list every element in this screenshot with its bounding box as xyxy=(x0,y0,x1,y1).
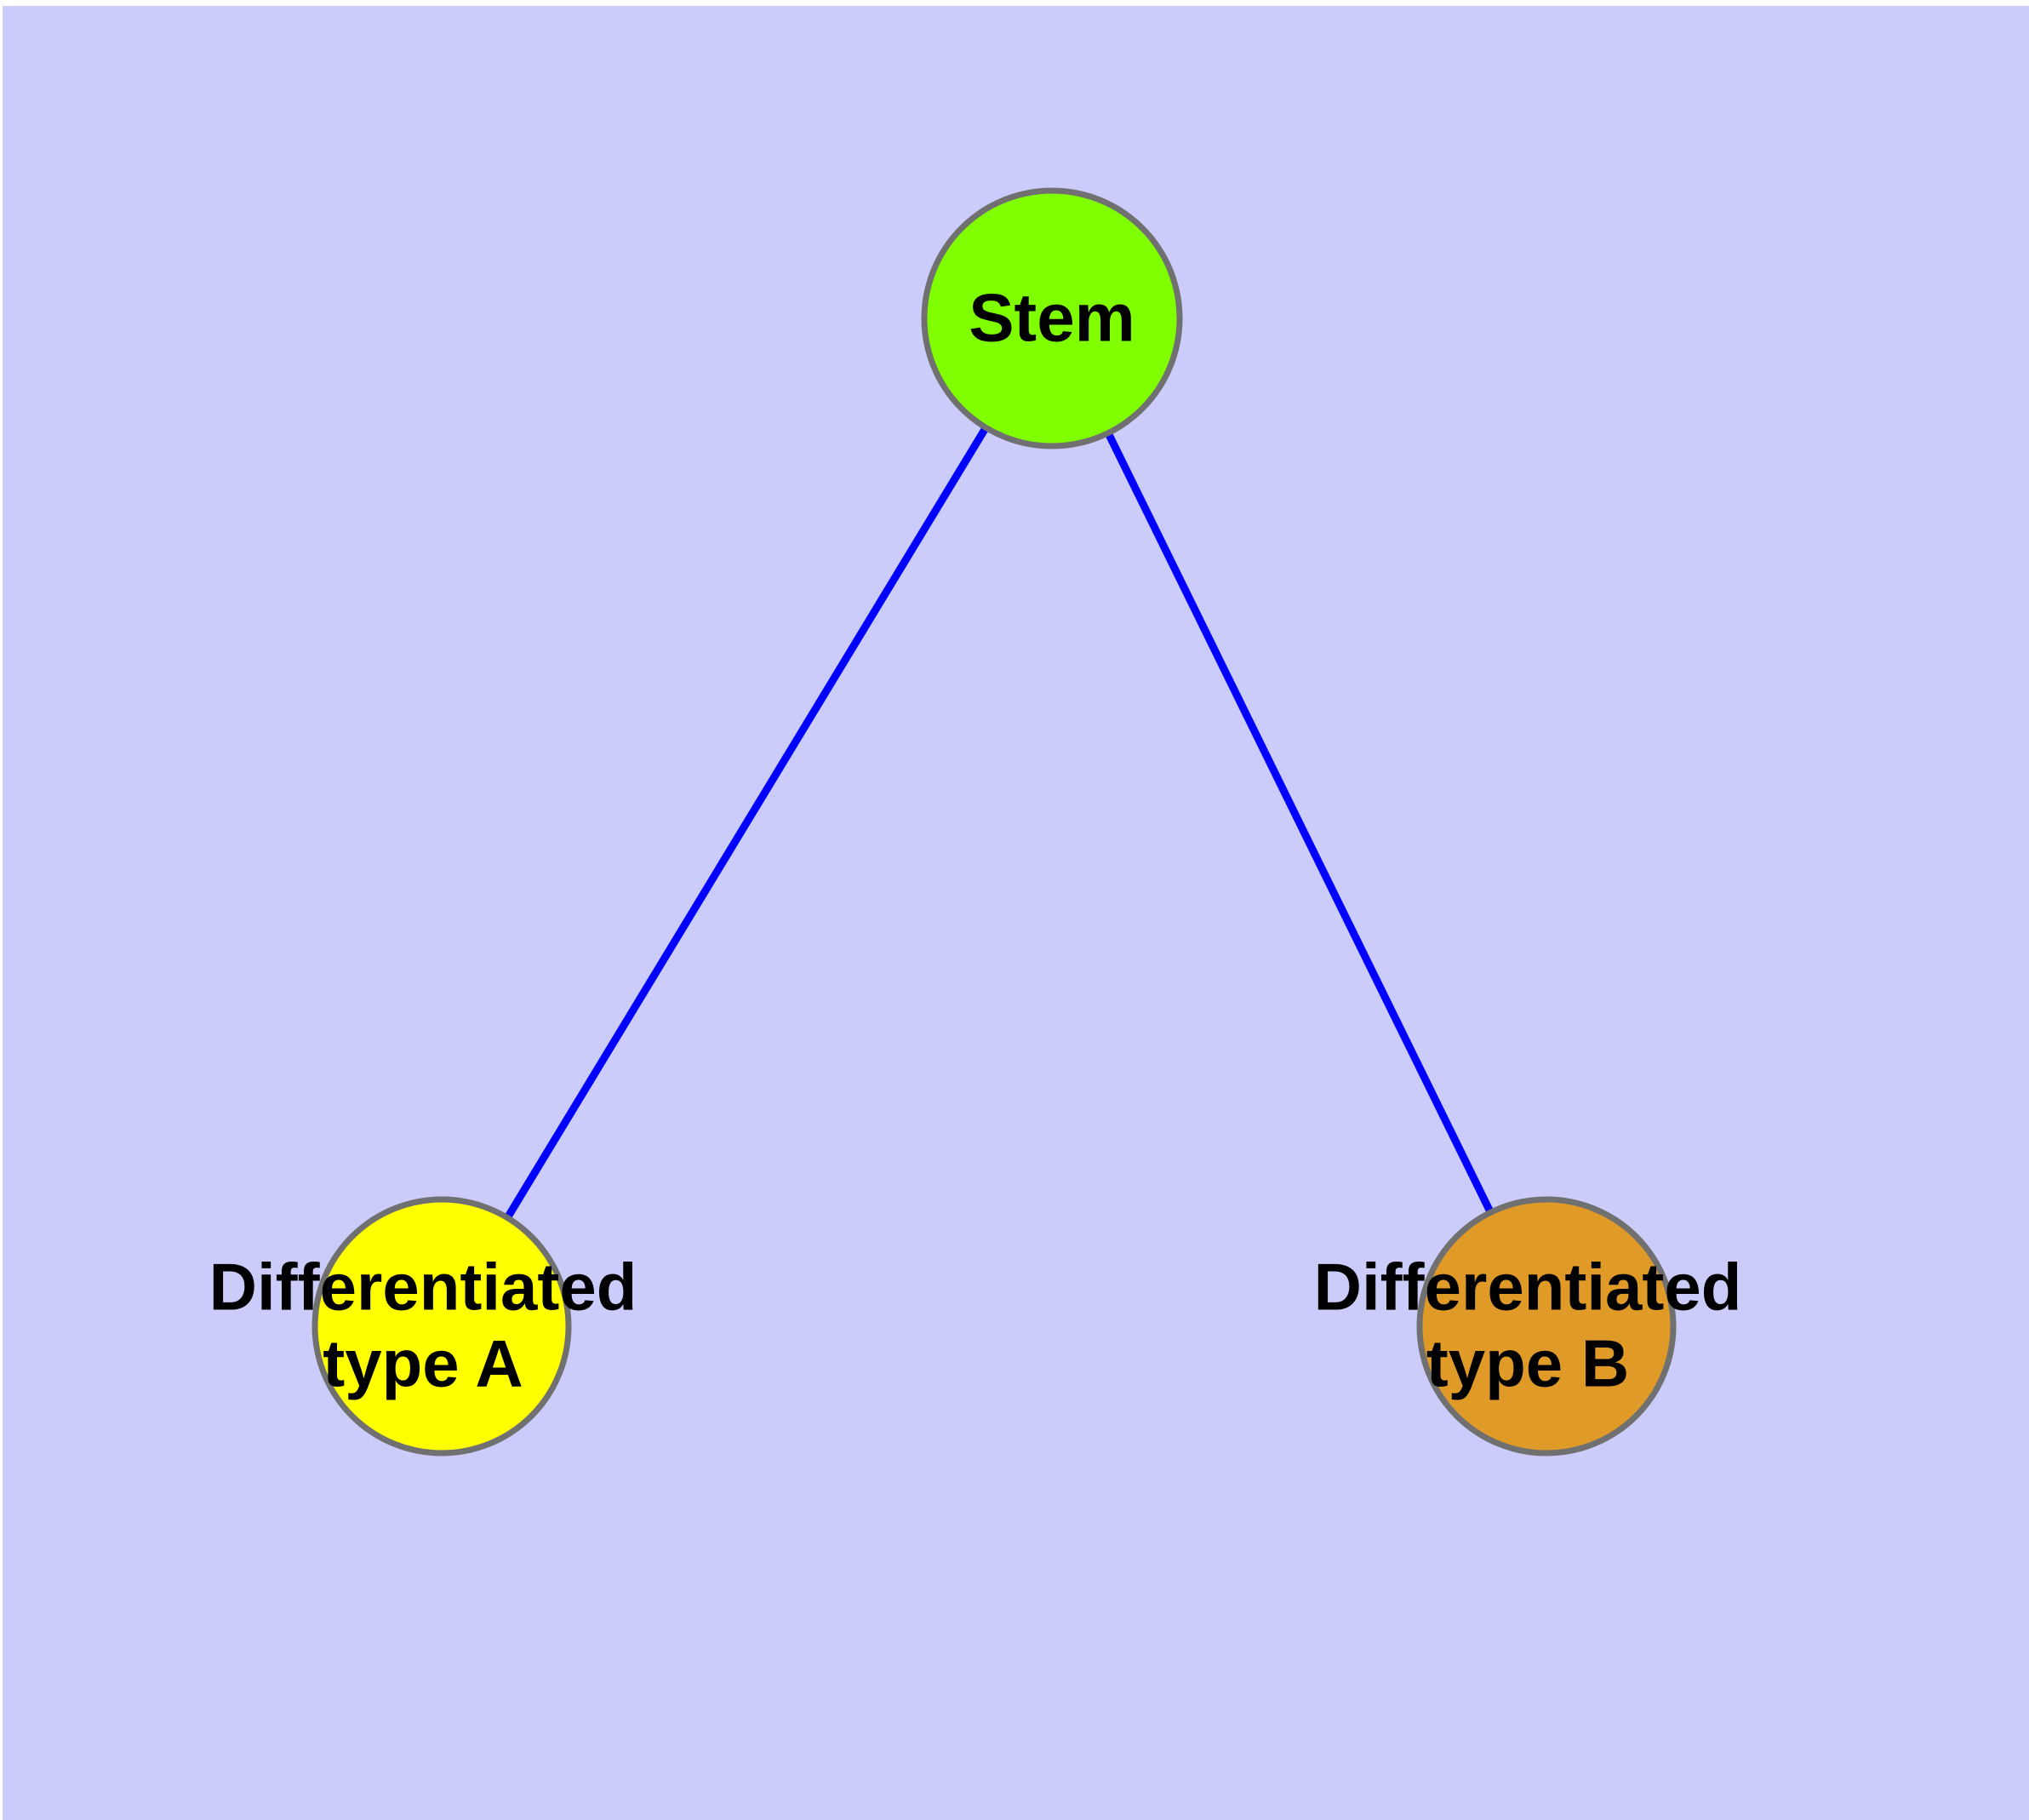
edges-layer xyxy=(438,316,1551,1329)
nodes-layer xyxy=(311,187,1677,1457)
node-differentiated-type-a[interactable] xyxy=(311,1196,572,1457)
node-stem[interactable] xyxy=(921,187,1183,449)
edge-stem-to-differentiated-type-b[interactable] xyxy=(1048,317,1551,1328)
node-differentiated-type-b[interactable] xyxy=(1416,1196,1677,1457)
edge-stem-to-differentiated-type-a[interactable] xyxy=(438,316,1055,1329)
